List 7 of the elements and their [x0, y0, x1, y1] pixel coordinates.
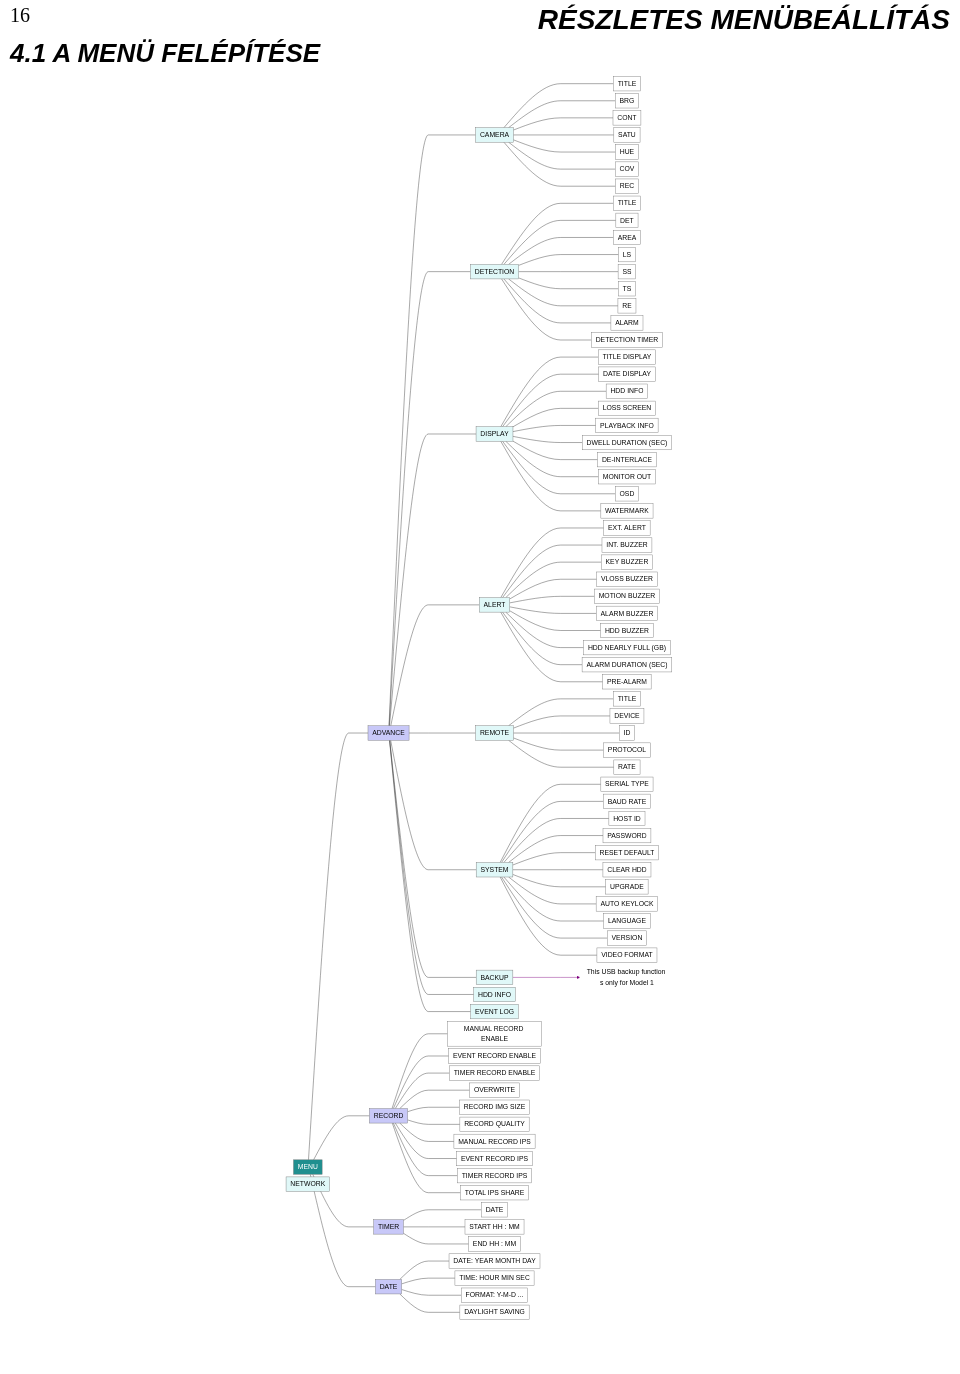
page-number: 16 [10, 4, 30, 27]
section-heading: RÉSZLETES MENÜBEÁLLÍTÁS [537, 4, 950, 36]
connector [388, 134, 476, 726]
connector [390, 604, 480, 726]
title: 4.1 A MENÜ FELÉPÍTÉSE [10, 38, 321, 69]
connector [389, 433, 477, 726]
connector [390, 740, 477, 870]
